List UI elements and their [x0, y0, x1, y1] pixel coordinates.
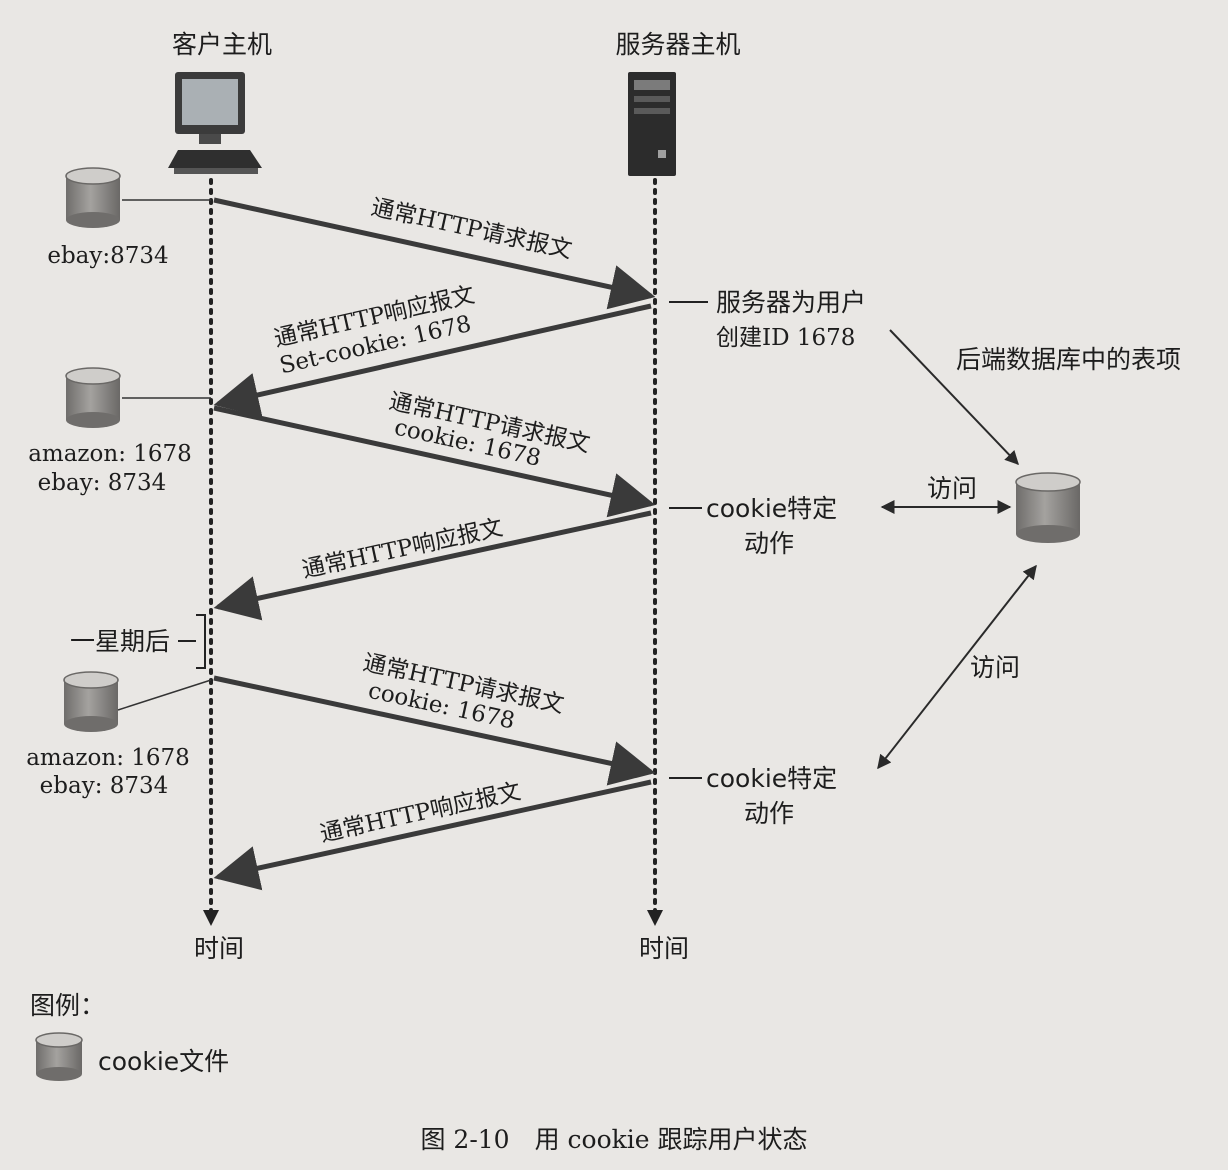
cookie-file-connector: [117, 679, 212, 711]
database-label: 后端数据库中的表项: [956, 345, 1181, 374]
database-icon: [1015, 472, 1081, 543]
client-host-label: 客户主机: [172, 30, 272, 59]
server-time-arrowhead: [647, 910, 663, 926]
message-arrow-request-1: [213, 197, 656, 310]
server-tower-icon: [628, 72, 676, 176]
database-access-arrow-2: [877, 564, 1037, 770]
message-label-response-3: 通常HTTP响应报文: [318, 779, 523, 848]
server-note-2-line-1: cookie特定: [706, 494, 837, 523]
message-arrow-request-3: [213, 675, 656, 786]
client-state-2-line-1: amazon: 1678: [28, 441, 192, 467]
message-arrow-request-2: [213, 405, 656, 518]
computer-icon: [168, 72, 262, 174]
cookie-file-icon: [63, 671, 119, 732]
server-time-label: 时间: [639, 934, 689, 963]
message-arrow-response-2: [213, 510, 652, 621]
client-time-label: 时间: [194, 934, 244, 963]
server-note-3-line-2: 动作: [744, 799, 794, 828]
client-state-3-line-2: ebay: 8734: [40, 773, 169, 799]
week-later-bracket: [196, 614, 206, 669]
server-note-1-line-1: 服务器为用户: [716, 288, 866, 317]
message-arrow-response-1: [213, 303, 652, 418]
database-access-label-1: 访问: [927, 474, 977, 503]
week-later-label: 一星期后: [70, 627, 170, 656]
client-state-1-line-1: ebay:8734: [47, 243, 168, 269]
cookie-file-icon: [65, 367, 121, 428]
server-host-label: 服务器主机: [615, 30, 740, 59]
message-label-request-1: 通常HTTP请求报文: [369, 194, 574, 263]
client-time-arrowhead: [203, 910, 219, 926]
client-state-3-line-1: amazon: 1678: [26, 745, 190, 771]
cookie-file-icon: [65, 167, 121, 228]
legend-item-label: cookie文件: [98, 1047, 229, 1076]
database-entry-arrow: [889, 329, 1019, 466]
server-note-1-line-2: 创建ID 1678: [716, 325, 855, 351]
legend-cookie-file-icon: [35, 1032, 83, 1081]
server-note-2-line-2: 动作: [744, 529, 794, 558]
client-state-2-line-2: ebay: 8734: [38, 470, 167, 496]
message-arrow-response-3: [213, 779, 652, 891]
legend-title: 图例：: [30, 991, 105, 1020]
server-note-3-line-1: cookie特定: [706, 764, 837, 793]
figure-caption: 图 2-10 用 cookie 跟踪用户状态: [420, 1125, 807, 1154]
database-access-label-2: 访问: [970, 653, 1020, 682]
